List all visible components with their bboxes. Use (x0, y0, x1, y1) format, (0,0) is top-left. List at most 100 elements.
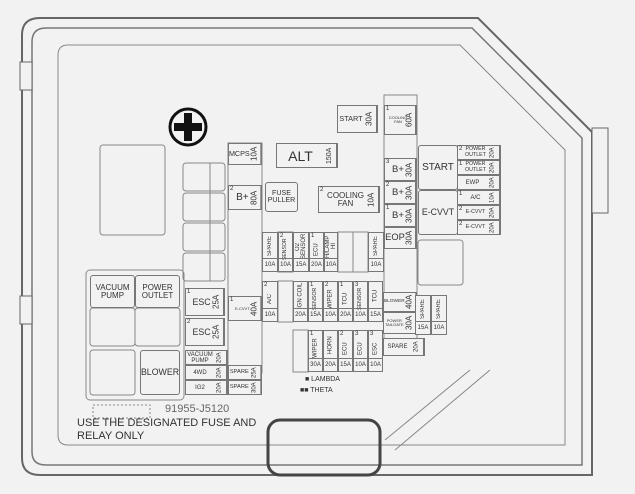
fuse-label: START (339, 114, 363, 124)
fuse-rating: 15A (416, 321, 430, 334)
fuse-position-marker: 1 (230, 297, 234, 303)
fuse-position-marker: 1 (187, 289, 191, 295)
fuse-position-marker: 1 (310, 282, 314, 288)
fuse-label: MCPS (228, 149, 250, 159)
fuse-rating: 25A (210, 289, 224, 315)
fuse-rating: 10A (354, 308, 367, 321)
fuse-rating: 10A (354, 358, 367, 371)
fuse-label: POWER TAILGATE (384, 318, 404, 327)
fuse-position-marker: 1 (386, 205, 390, 211)
fuse-label: WIPER (327, 289, 334, 309)
fuse-label: ECU (357, 342, 364, 355)
fuse-position-marker: 3 (370, 331, 374, 337)
fuse-label: HORN (327, 336, 334, 355)
fuse-rating: 10A (324, 308, 337, 321)
fuse-position-marker: 2 (280, 233, 284, 239)
fuse-rating: 20A (324, 358, 337, 371)
fuse-position-marker: 1 (459, 191, 463, 197)
fuse-label: ECU (342, 342, 349, 355)
fuse-label: POWER OUTLET (465, 146, 486, 158)
fuse-position-marker: 1 (310, 331, 314, 337)
fuse-label: B+ (392, 186, 404, 198)
fuse-position-marker: 2 (340, 331, 344, 337)
fuse-rating: 10A (263, 308, 277, 321)
fuse-rating: 15A (309, 308, 322, 321)
fuse-position-marker: 3 (386, 159, 390, 165)
fuse-label: POWER OUTLET (141, 282, 174, 300)
fuse-label: H/LAMP HI (325, 235, 337, 258)
legend-lambda: ■ LAMBDA (305, 376, 340, 383)
part-number: 91955-J5120 (165, 403, 230, 415)
fuse-position-marker: 1 (311, 233, 315, 239)
fuse-label: EWP (465, 179, 480, 186)
fuse-rating: 20A (310, 258, 323, 271)
fuse-label: START (422, 161, 454, 173)
fuse-rating: 30A (248, 381, 261, 394)
fuse-rating: 20A (486, 221, 500, 234)
relay-start: START (418, 145, 458, 190)
fuse-position-marker: 1 (340, 282, 344, 288)
fuse-label: IGN COIL (297, 282, 304, 310)
fuse-label: WIPER (312, 338, 319, 359)
fuse-label: POWER OUTLET (465, 161, 486, 173)
fuse-label: SPARE (267, 236, 273, 257)
fuse-label: ALT (288, 147, 313, 164)
fuse-label: BLOWER (140, 367, 180, 378)
fuse-rating: 30A (363, 106, 377, 132)
fuse-label: 4WD (193, 369, 207, 376)
fuse-rating: 30A (309, 358, 322, 371)
fuse-rating: 10A (279, 258, 292, 271)
fuse-position-marker: 2 (459, 221, 463, 227)
fuse-label: B+ (392, 163, 404, 175)
fuse-rating: 20A (339, 308, 352, 321)
fuse-label: SENSOR (281, 238, 288, 261)
fuse-rating: 40A (248, 297, 261, 320)
plus-terminal-icon (168, 107, 208, 147)
fuse-label: SPARE (387, 344, 408, 350)
fuse-tcu: TCU 20A 1 (338, 281, 353, 322)
fuse-label: VACUUM PUMP (187, 351, 213, 364)
fuse-label: A/C (470, 194, 481, 201)
fuse-label: E-CVVT (465, 223, 486, 230)
fuse-label: FUSE PULLER (267, 188, 296, 204)
fuse-label: A/C (267, 294, 273, 305)
fuse-position-marker: 2 (459, 206, 463, 212)
fuse-label: SENSOR (356, 287, 363, 311)
fuse-label: E-CVVT (235, 305, 250, 311)
fuse-label: TCU (342, 292, 349, 306)
fuse-rating: 60A (404, 106, 416, 134)
fuse-label: IG2 (195, 384, 205, 391)
fuse-rating: 25A (210, 319, 224, 345)
